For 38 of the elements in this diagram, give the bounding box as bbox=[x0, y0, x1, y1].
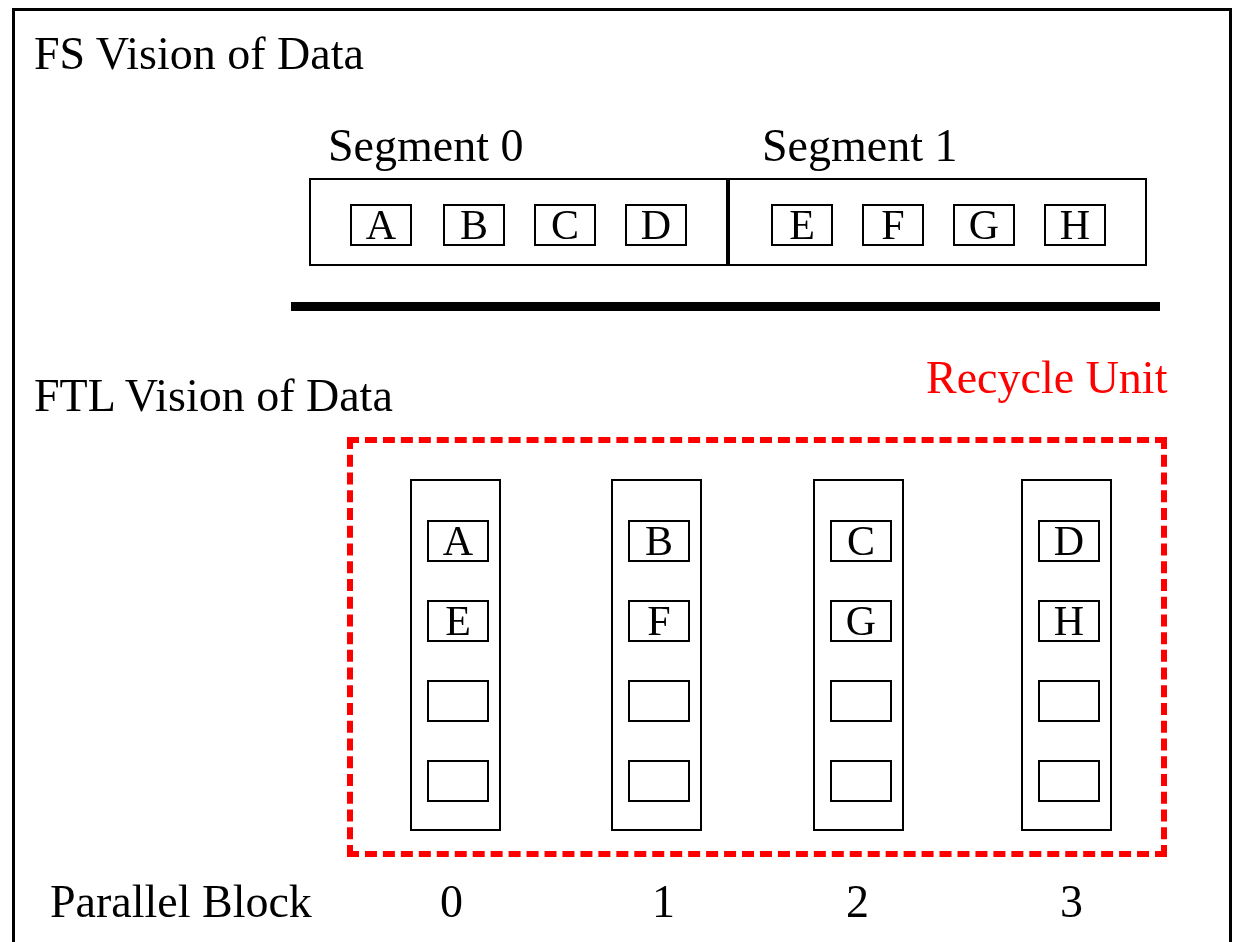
segment-title: Segment 0 bbox=[328, 120, 524, 173]
data-page-box: C bbox=[830, 520, 892, 562]
empty-page-box bbox=[830, 680, 892, 722]
section-title: FTL Vision of Data bbox=[34, 370, 393, 423]
data-page-box: B bbox=[443, 204, 505, 246]
block-column bbox=[813, 479, 904, 831]
empty-page-box bbox=[830, 760, 892, 802]
section-title: FS Vision of Data bbox=[34, 28, 364, 81]
group-title: Recycle Unit bbox=[926, 352, 1168, 405]
block-number: 3 bbox=[1060, 876, 1083, 929]
block-column bbox=[611, 479, 702, 831]
data-page-box: H bbox=[1038, 600, 1100, 642]
block-column bbox=[1021, 479, 1112, 831]
block-number: 2 bbox=[846, 876, 869, 929]
data-page-box: F bbox=[862, 204, 924, 246]
axis-label: Parallel Block bbox=[50, 876, 312, 929]
block-column bbox=[410, 479, 501, 831]
data-page-box: E bbox=[771, 204, 833, 246]
empty-page-box bbox=[427, 680, 489, 722]
block-number: 0 bbox=[440, 876, 463, 929]
data-page-box: C bbox=[534, 204, 596, 246]
data-page-box: D bbox=[625, 204, 687, 246]
data-page-box: D bbox=[1038, 520, 1100, 562]
data-page-box: B bbox=[628, 520, 690, 562]
data-page-box: G bbox=[830, 600, 892, 642]
data-page-box: G bbox=[953, 204, 1015, 246]
segment-title: Segment 1 bbox=[762, 120, 958, 173]
empty-page-box bbox=[628, 760, 690, 802]
data-page-box: A bbox=[350, 204, 412, 246]
empty-page-box bbox=[1038, 760, 1100, 802]
data-page-box: A bbox=[427, 520, 489, 562]
block-number: 1 bbox=[652, 876, 675, 929]
empty-page-box bbox=[1038, 680, 1100, 722]
data-page-box: H bbox=[1044, 204, 1106, 246]
empty-page-box bbox=[628, 680, 690, 722]
empty-page-box bbox=[427, 760, 489, 802]
data-page-box: F bbox=[628, 600, 690, 642]
data-page-box: E bbox=[427, 600, 489, 642]
